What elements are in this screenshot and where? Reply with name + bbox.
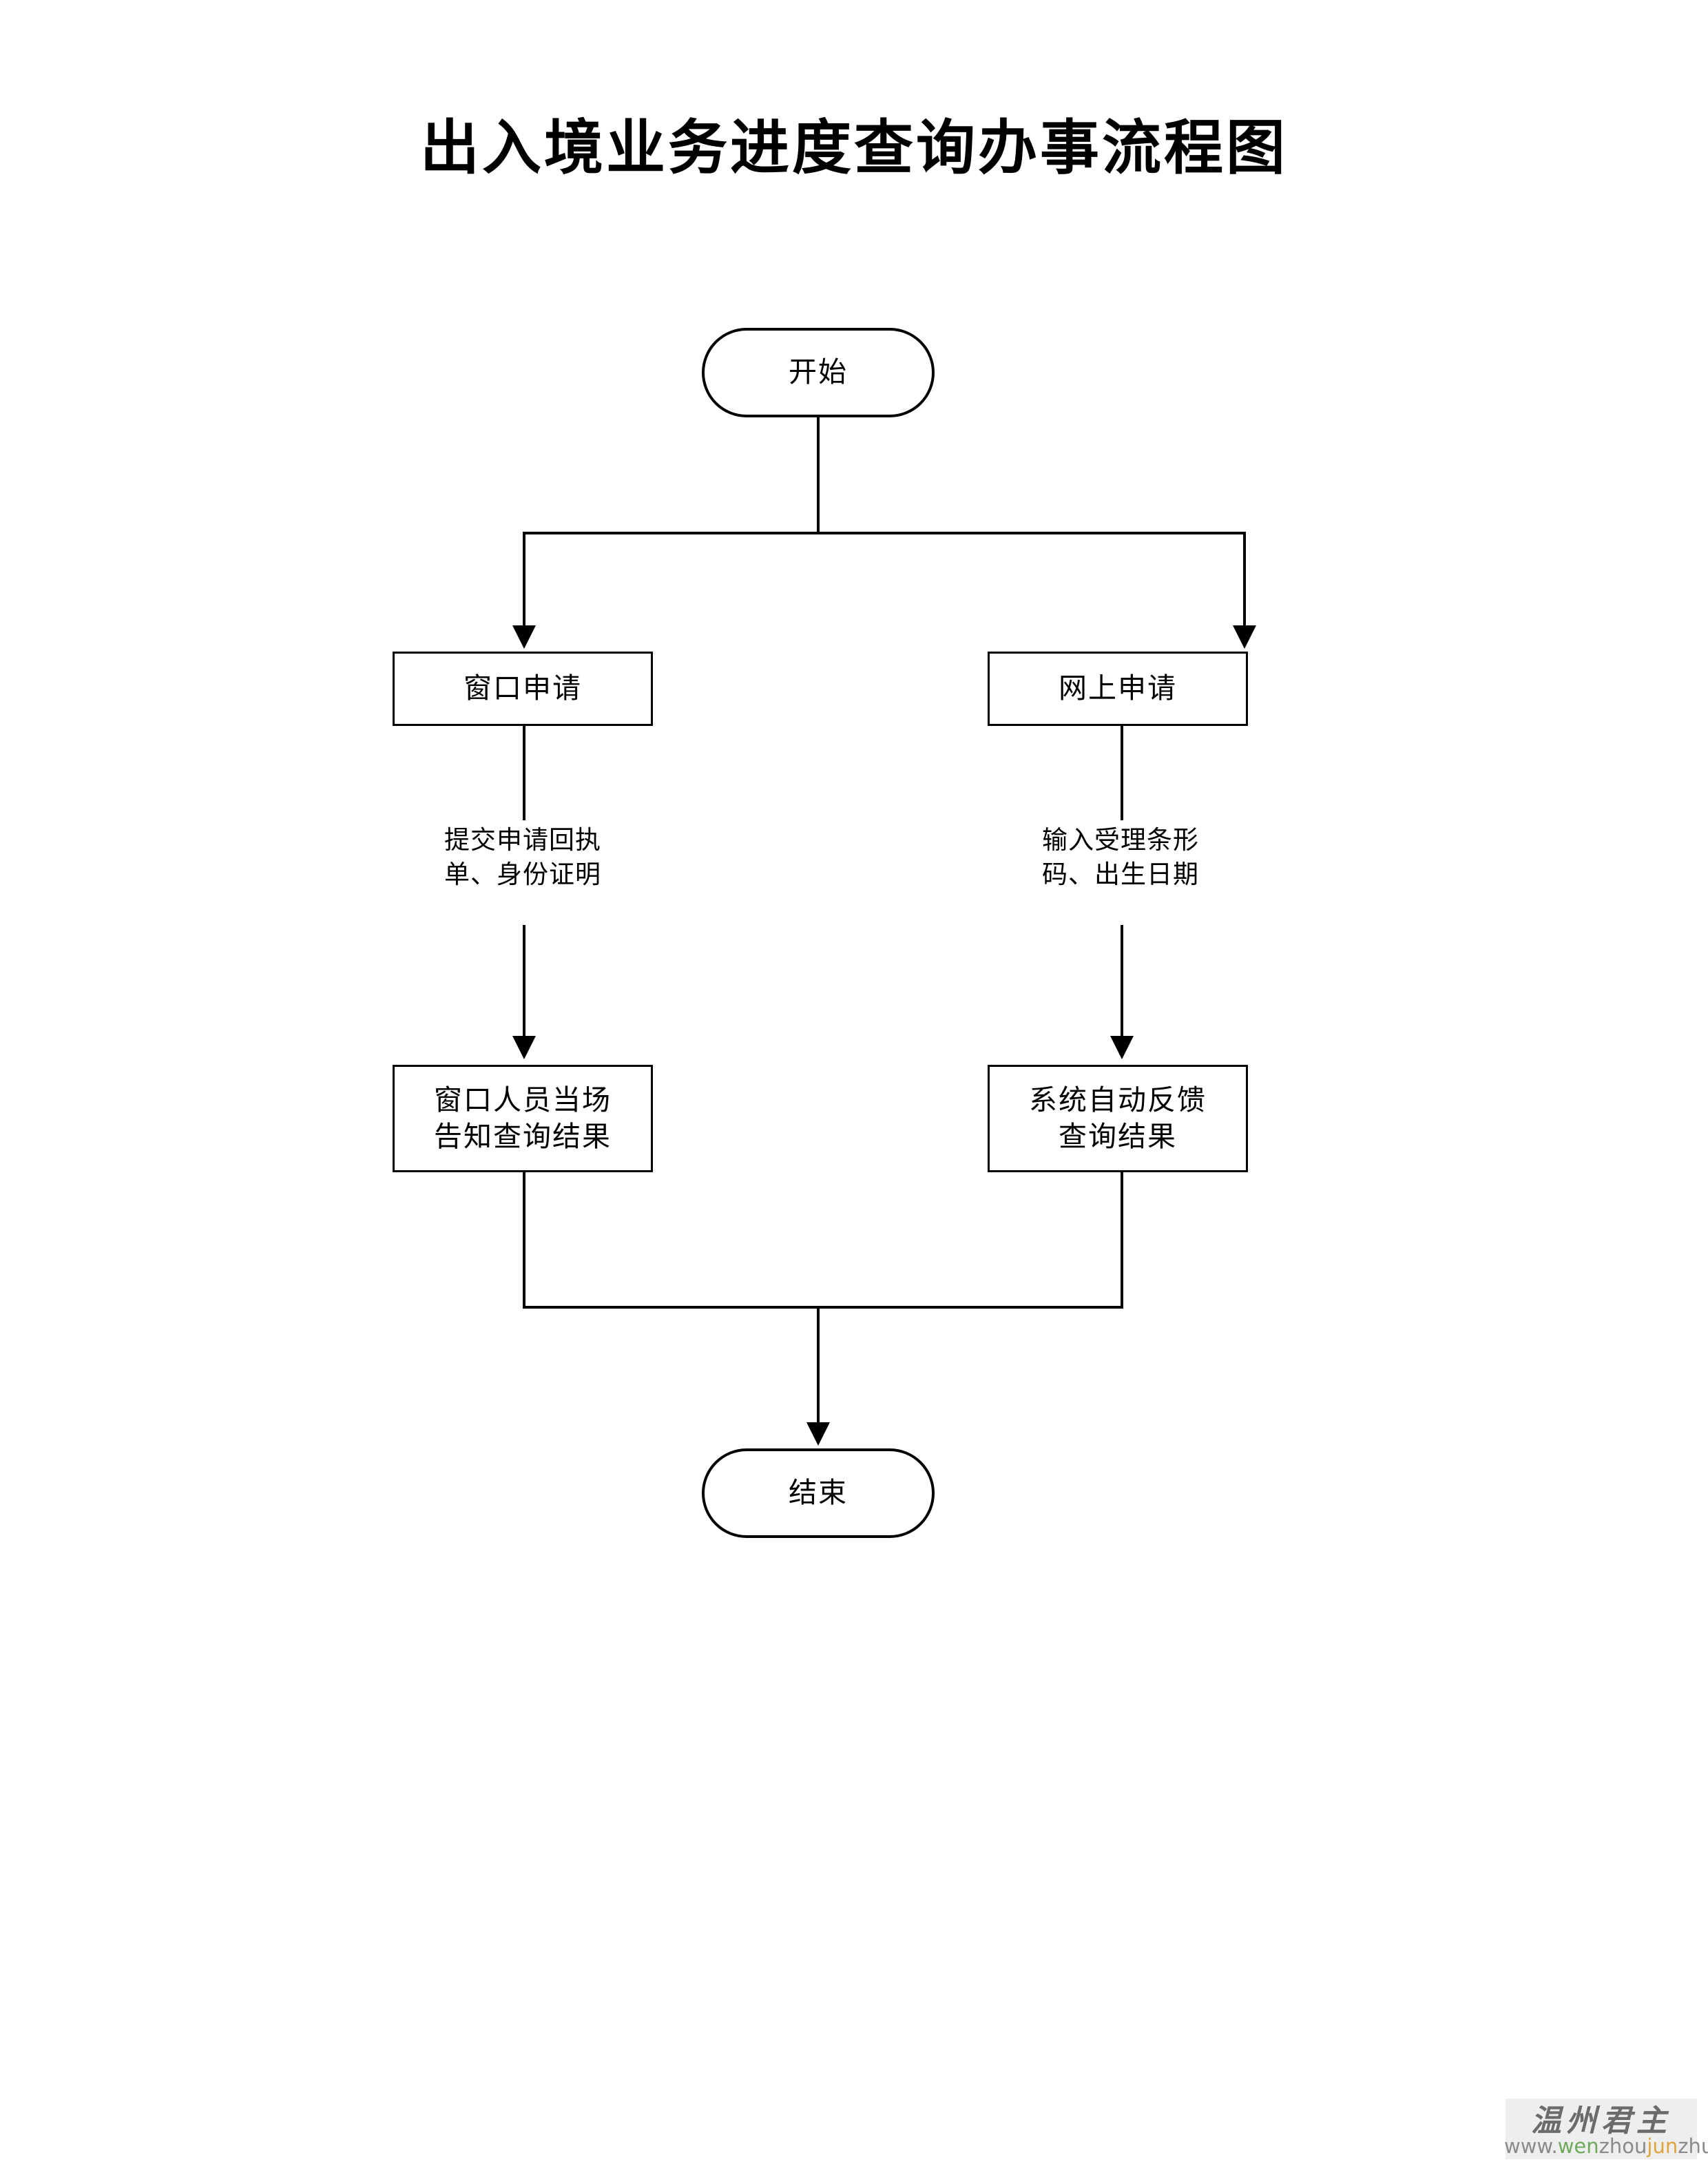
- watermark-url-part-c: zhou: [1598, 2134, 1647, 2158]
- node-end-label: 结束: [789, 1476, 848, 1510]
- node-end[interactable]: 结束: [702, 1448, 935, 1538]
- edge-label-right: 输入受理条形 码、出生日期: [984, 823, 1257, 892]
- node-online-apply[interactable]: 网上申请: [988, 652, 1248, 726]
- node-system-result[interactable]: 系统自动反馈 查询结果: [988, 1065, 1248, 1172]
- connector-start-to-branch: [817, 416, 820, 533]
- node-window-result[interactable]: 窗口人员当场 告知查询结果: [393, 1065, 653, 1172]
- arrowhead-to-online-apply: [1233, 625, 1256, 649]
- watermark-url: www.wenzhoujunzhu.com: [1504, 2134, 1708, 2158]
- arrowhead-to-window-apply: [512, 625, 536, 649]
- connector-branch-right-drop: [1243, 532, 1246, 630]
- connector-label-to-window-result: [523, 925, 525, 1040]
- edge-label-left: 提交申请回执 单、身份证明: [386, 823, 659, 892]
- connector-branch-left-drop: [523, 532, 525, 630]
- arrowhead-to-end: [806, 1422, 830, 1446]
- connector-window-apply-to-label: [523, 726, 525, 820]
- node-start-label: 开始: [789, 355, 848, 389]
- connector-label-to-system-result: [1121, 925, 1123, 1040]
- watermark-url-part-a: www.: [1504, 2134, 1558, 2158]
- node-window-apply[interactable]: 窗口申请: [393, 652, 653, 726]
- node-online-apply-label: 网上申请: [1059, 672, 1177, 705]
- arrowhead-to-window-result: [512, 1036, 536, 1059]
- connector-merge-to-end: [817, 1306, 820, 1426]
- page-title: 出入境业务进度查询办事流程图: [420, 113, 1288, 183]
- node-start[interactable]: 开始: [702, 328, 935, 417]
- node-system-result-label: 系统自动反馈 查询结果: [1029, 1083, 1207, 1153]
- watermark-url-part-d: jun: [1647, 2134, 1678, 2158]
- watermark-url-part-b: wen: [1557, 2134, 1599, 2158]
- watermark-backdrop: [1506, 2099, 1697, 2159]
- watermark: 温州君主 www.wenzhoujunzhu.com: [1501, 2063, 1708, 2159]
- node-window-apply-label: 窗口申请: [464, 672, 582, 705]
- connector-online-apply-to-label: [1121, 726, 1123, 820]
- arrowhead-to-system-result: [1110, 1036, 1134, 1059]
- watermark-brand-text: 温州君主: [1531, 2103, 1671, 2139]
- watermark-url-part-e: zhu.com: [1678, 2134, 1708, 2158]
- connector-window-result-drop: [523, 1171, 525, 1309]
- connector-branch-bar: [523, 532, 1246, 534]
- connector-system-result-drop: [1121, 1171, 1123, 1309]
- node-window-result-label: 窗口人员当场 告知查询结果: [434, 1083, 612, 1153]
- connector-merge-bar: [523, 1306, 1123, 1309]
